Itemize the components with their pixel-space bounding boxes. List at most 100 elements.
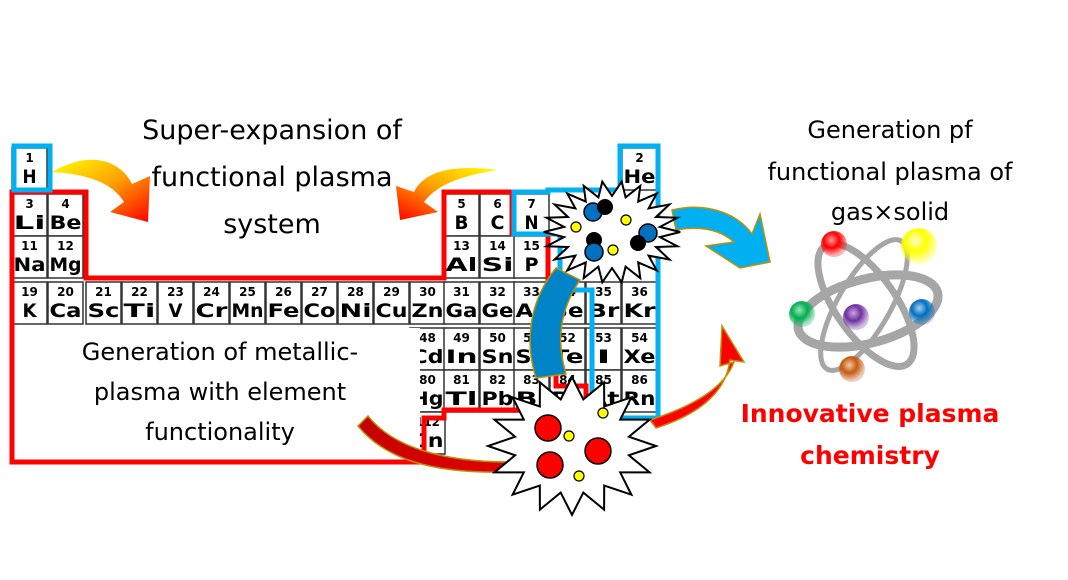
atomic-number: 19 bbox=[21, 285, 38, 299]
element-symbol: Cr bbox=[196, 300, 229, 322]
element-symbol: Zn bbox=[412, 300, 444, 322]
element-cell-p: 15P bbox=[513, 235, 550, 279]
atom-ball-purple bbox=[843, 304, 869, 330]
element-symbol: Kr bbox=[624, 300, 657, 322]
cell-border bbox=[479, 327, 516, 371]
caption-line: functionality bbox=[145, 418, 295, 446]
atomic-number: 35 bbox=[595, 285, 612, 299]
atomic-number: 2 bbox=[635, 151, 643, 165]
atomic-number: 81 bbox=[453, 373, 470, 387]
cell-border bbox=[11, 235, 48, 279]
atomic-number: 5 bbox=[457, 197, 465, 211]
atomic-number: 32 bbox=[489, 285, 506, 299]
molecule-atom-icon bbox=[630, 235, 646, 251]
cell-border bbox=[157, 281, 194, 325]
caption-line: Generation of metallic- bbox=[82, 338, 358, 366]
cell-border bbox=[337, 281, 374, 325]
metal-ion-icon bbox=[584, 437, 612, 465]
cell-border bbox=[85, 281, 122, 325]
element-symbol: In bbox=[446, 346, 478, 368]
cell-border bbox=[11, 281, 48, 325]
atomic-number: 29 bbox=[383, 285, 400, 299]
element-symbol: Na bbox=[14, 254, 46, 276]
gas-solid-caption: Generation pf functional plasma of gas×s… bbox=[767, 116, 1013, 226]
arrow-to-gas-solid-icon bbox=[671, 206, 771, 269]
caption-line: system bbox=[223, 209, 321, 240]
element-cell-k: 19K bbox=[11, 281, 48, 325]
atomic-number: 7 bbox=[527, 197, 535, 211]
atomic-number: 23 bbox=[167, 285, 184, 299]
cell-border bbox=[373, 281, 410, 325]
atomic-number: 86 bbox=[631, 373, 648, 387]
atomic-number: 28 bbox=[347, 285, 364, 299]
element-symbol: C bbox=[491, 212, 505, 234]
cell-border bbox=[265, 281, 302, 325]
atomic-number: 1 bbox=[25, 151, 33, 165]
arrow-from-right-icon bbox=[396, 168, 498, 220]
metal-ion-icon bbox=[536, 451, 564, 479]
atomic-number: 24 bbox=[203, 285, 220, 299]
element-symbol: Mn bbox=[232, 300, 264, 322]
atomic-number: 14 bbox=[489, 239, 506, 253]
element-symbol: Si bbox=[482, 254, 514, 276]
caption-line: functional plasma bbox=[151, 162, 392, 193]
atomic-number: 52 bbox=[559, 331, 576, 345]
cell-border bbox=[301, 281, 338, 325]
cell-border bbox=[229, 281, 266, 325]
element-symbol: Al bbox=[446, 254, 478, 276]
element-symbol: Ti bbox=[124, 300, 156, 322]
atomic-number: 30 bbox=[419, 285, 436, 299]
element-symbol: Ca bbox=[50, 300, 82, 322]
caption-line: Innovative plasma bbox=[741, 399, 1000, 428]
cell-border bbox=[479, 193, 516, 237]
element-symbol: Pb bbox=[482, 388, 514, 410]
atomic-number: 22 bbox=[131, 285, 148, 299]
cell-border bbox=[443, 235, 480, 279]
atomic-number: 80 bbox=[419, 373, 436, 387]
element-symbol: Sn bbox=[482, 346, 514, 368]
cell-border bbox=[121, 281, 158, 325]
atomic-number: 53 bbox=[595, 331, 612, 345]
atomic-number: 20 bbox=[57, 285, 74, 299]
cell-border bbox=[621, 369, 658, 413]
caption-line: Generation pf bbox=[807, 116, 973, 144]
element-symbol: Mg bbox=[50, 254, 82, 276]
element-symbol: Fe bbox=[268, 300, 300, 322]
metal-plasma-burst bbox=[484, 374, 660, 518]
element-symbol: P bbox=[525, 254, 539, 276]
element-cell-he: 2He bbox=[621, 147, 658, 191]
electron-icon bbox=[607, 244, 619, 256]
element-symbol: Sc bbox=[88, 300, 120, 322]
atomic-number: 3 bbox=[25, 197, 33, 211]
element-symbol: Tl bbox=[446, 388, 478, 410]
arrow-to-innovative-icon bbox=[648, 323, 746, 429]
atomic-number: 12 bbox=[57, 239, 74, 253]
atom-ball-orange bbox=[839, 356, 865, 382]
cell-border bbox=[47, 235, 84, 279]
gas-plasma-burst bbox=[542, 179, 682, 285]
molecule-atom-icon bbox=[597, 199, 613, 215]
metal-particles bbox=[534, 407, 612, 482]
atomic-number: 6 bbox=[493, 197, 501, 211]
metal-region-fill bbox=[12, 328, 420, 460]
atom-ball-yellow bbox=[901, 228, 937, 264]
caption-line: Super-expansion of bbox=[142, 115, 403, 146]
caption-line: functional plasma of bbox=[767, 158, 1013, 186]
caption-line: plasma with element bbox=[94, 378, 346, 406]
atomic-number: 15 bbox=[523, 239, 540, 253]
cell-border bbox=[621, 281, 658, 325]
element-cell-be: 4Be bbox=[47, 193, 84, 237]
